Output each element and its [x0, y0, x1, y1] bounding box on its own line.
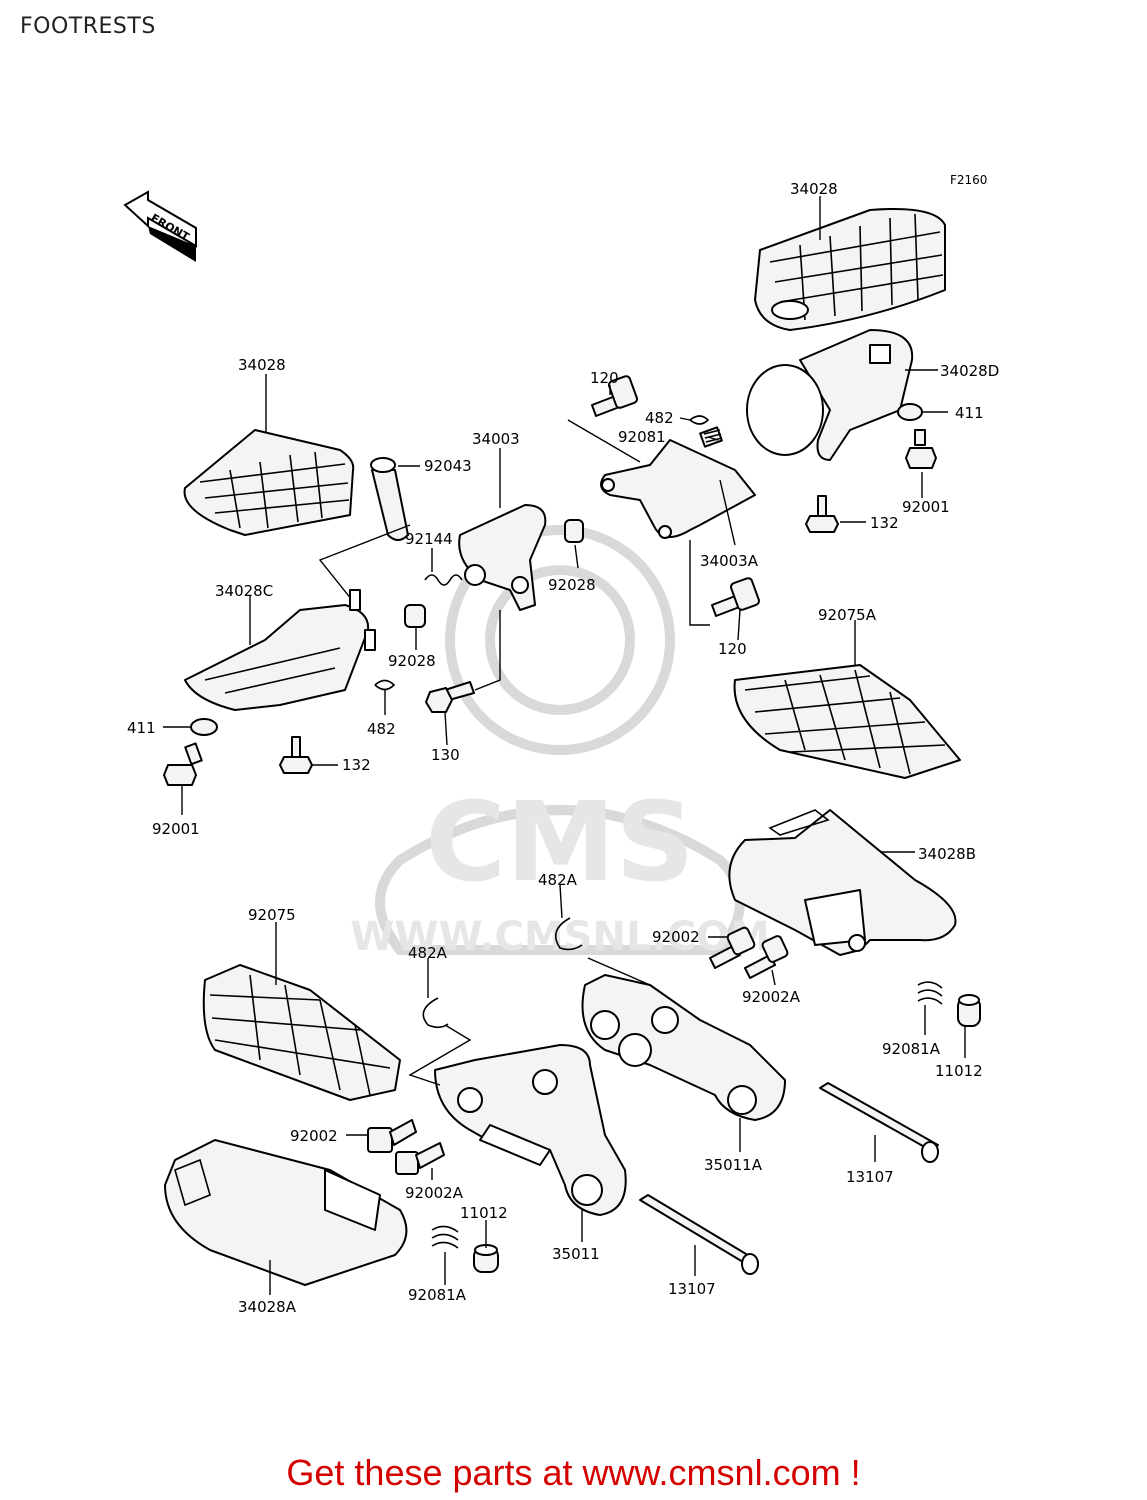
label-92002A-left: 92002A	[405, 1184, 464, 1202]
label-482-left: 482	[367, 720, 396, 738]
part-130	[425, 681, 475, 713]
front-arrow-icon: FRONT	[123, 190, 197, 262]
label-130: 130	[431, 746, 460, 764]
label-92002A-right: 92002A	[742, 988, 801, 1006]
part-482A-left	[422, 997, 449, 1029]
watermark-url: WWW.CMSNL.COM	[350, 914, 770, 960]
part-34003	[458, 504, 547, 611]
label-34028C: 34028C	[215, 582, 273, 600]
leader-lines	[163, 196, 966, 1295]
part-120-top	[591, 375, 638, 417]
label-132-right: 132	[870, 514, 899, 532]
cmsnl-promo-link[interactable]: Get these parts at www.cmsnl.com !	[286, 1452, 861, 1493]
page-title: FOOTRESTS	[20, 14, 156, 39]
part-34003A	[600, 439, 756, 539]
figure-code: F2160	[950, 173, 987, 187]
part-34028C	[184, 589, 376, 711]
part-92002A-left	[395, 1142, 445, 1175]
label-92144: 92144	[405, 530, 453, 548]
part-411-left	[190, 718, 218, 736]
part-92075A	[733, 664, 961, 779]
part-92144	[424, 574, 463, 586]
label-92001-right: 92001	[902, 498, 950, 516]
label-34028B: 34028B	[918, 845, 976, 863]
label-411-right: 411	[955, 404, 984, 422]
part-35011A	[581, 974, 786, 1121]
part-92081A-left	[431, 1225, 459, 1249]
part-132-right	[805, 495, 839, 533]
label-92001-left: 92001	[152, 820, 200, 838]
label-13107-bottom: 13107	[668, 1280, 716, 1298]
part-34028-top	[754, 208, 946, 331]
label-34028A: 34028A	[238, 1298, 297, 1316]
part-92002A-right	[744, 935, 789, 979]
part-92081	[699, 426, 723, 448]
part-labels: 34028 34028D 411 92001 132 120 482 92081…	[127, 180, 999, 1316]
label-34028-top: 34028	[790, 180, 838, 198]
part-34028-left	[183, 429, 355, 536]
part-13107-right	[819, 1082, 939, 1163]
label-11012-left: 11012	[460, 1204, 508, 1222]
label-92081: 92081	[618, 428, 666, 446]
part-13107-bottom	[639, 1194, 759, 1275]
label-92028-right: 92028	[548, 576, 596, 594]
label-34028D: 34028D	[940, 362, 999, 380]
part-92075	[202, 964, 401, 1101]
part-482-left	[374, 679, 396, 691]
label-35011A: 35011A	[704, 1156, 763, 1174]
part-92001-right	[905, 429, 937, 469]
part-34028D	[746, 329, 914, 461]
part-11012-left	[473, 1244, 499, 1273]
label-411-left: 411	[127, 719, 156, 737]
label-132-left: 132	[342, 756, 371, 774]
label-92075: 92075	[248, 906, 296, 924]
part-92043	[370, 457, 409, 541]
part-11012-right	[957, 994, 981, 1027]
label-92081A-right: 92081A	[882, 1040, 941, 1058]
label-92043: 92043	[424, 457, 472, 475]
part-92001-left	[163, 742, 203, 786]
part-92002-left	[367, 1119, 417, 1153]
part-120-mid	[711, 577, 760, 617]
label-13107-right: 13107	[846, 1168, 894, 1186]
label-482A-mid: 482A	[538, 871, 578, 889]
label-92002-left: 92002	[290, 1127, 338, 1145]
label-92002-right: 92002	[652, 928, 700, 946]
part-92081A-right	[917, 981, 943, 1005]
label-34028-left: 34028	[238, 356, 286, 374]
label-92081A-left: 92081A	[408, 1286, 467, 1304]
label-92075A: 92075A	[818, 606, 877, 624]
part-35011	[434, 1044, 627, 1216]
part-92002-right	[709, 926, 756, 969]
label-120-mid: 120	[718, 640, 747, 658]
part-92028-right	[564, 519, 584, 543]
part-34028A	[164, 1139, 408, 1286]
part-34028B	[728, 809, 957, 956]
part-132-left	[279, 736, 313, 774]
label-482A-left: 482A	[408, 944, 448, 962]
label-92028-left: 92028	[388, 652, 436, 670]
watermark-logo: CMS	[425, 778, 694, 906]
label-34003A: 34003A	[700, 552, 759, 570]
label-35011: 35011	[552, 1245, 600, 1263]
label-34003: 34003	[472, 430, 520, 448]
label-11012-right: 11012	[935, 1062, 983, 1080]
part-92028-left	[404, 604, 426, 628]
label-482-top: 482	[645, 409, 674, 427]
label-120-top: 120	[590, 369, 619, 387]
part-411-right	[897, 403, 923, 421]
part-482-top	[689, 415, 710, 425]
part-482A-mid	[554, 917, 583, 951]
